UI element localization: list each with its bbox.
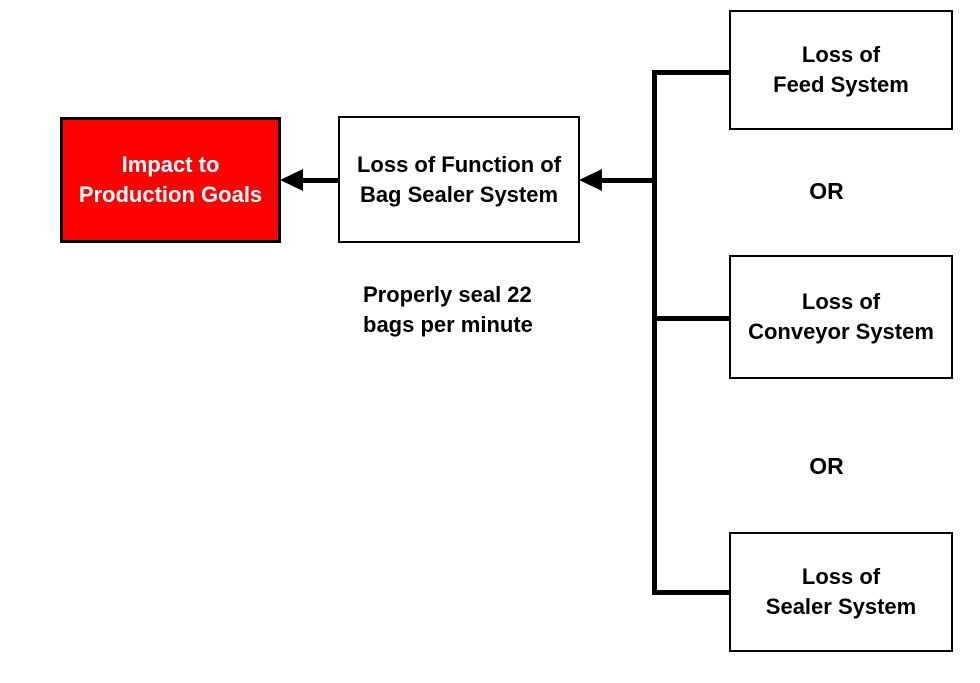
connector-function-to-impact: [301, 178, 340, 183]
annotation-line2: bags per minute: [363, 312, 533, 337]
sealer-node-line1: Loss of: [801, 564, 881, 589]
branch-conveyor-system: [652, 316, 731, 321]
loss-of-sealer-system-node: Loss of Sealer System: [729, 532, 953, 652]
annotation-line1: Properly seal 22: [363, 282, 532, 307]
loss-of-conveyor-system-node: Loss of Conveyor System: [729, 255, 953, 379]
branch-sealer-system: [652, 590, 731, 595]
function-requirement-annotation: Properly seal 22 bags per minute: [363, 280, 533, 340]
loss-of-feed-system-node: Loss of Feed System: [729, 10, 953, 130]
feed-node-line2: Feed System: [773, 72, 909, 97]
impact-node-line2: Production Goals: [78, 182, 263, 207]
bag-sealer-function-line2: Bag Sealer System: [359, 181, 559, 207]
conveyor-node-line1: Loss of: [801, 289, 881, 314]
bag-sealer-function-line1: Loss of Function of: [356, 151, 562, 177]
connector-trunk-to-function: [600, 178, 657, 183]
arrowhead-into-function-icon: [579, 169, 602, 191]
arrowhead-into-impact-icon: [280, 169, 303, 191]
impact-node-line1: Impact to: [121, 152, 220, 177]
or-label-1: OR: [809, 178, 844, 204]
bag-sealer-function-node: Loss of Function of Bag Sealer System: [338, 116, 580, 243]
sealer-node-line2: Sealer System: [765, 594, 917, 619]
or-label-2: OR: [809, 453, 844, 479]
conveyor-node-line2: Conveyor System: [748, 319, 934, 344]
or-gate-vertical-trunk: [652, 70, 657, 595]
impact-production-goals-node: Impact to Production Goals: [60, 117, 281, 243]
branch-feed-system: [652, 70, 731, 75]
feed-node-line1: Loss of: [801, 42, 881, 67]
